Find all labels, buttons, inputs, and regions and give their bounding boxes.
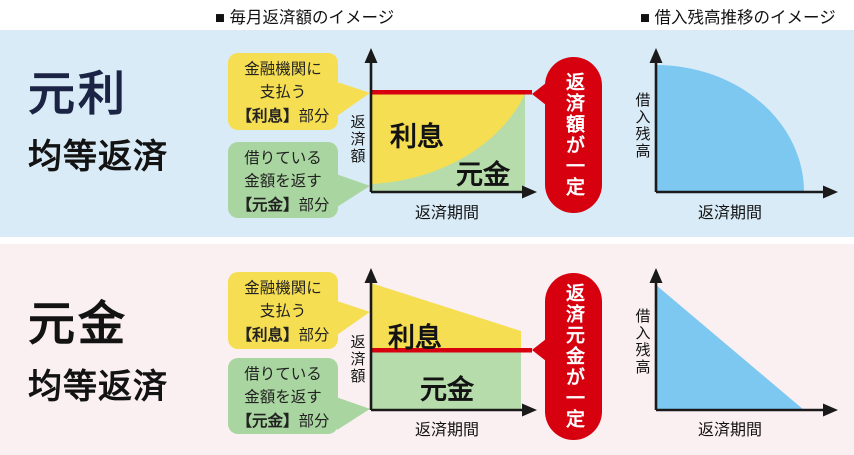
row1-title-sub: 均等返済 [28, 138, 168, 176]
interest-area [371, 283, 521, 351]
panel-gankin-kinto: 元金 均等返済 金融機関に 支払う 【利息】部分 借りている 金額を返す 【元金… [0, 244, 854, 455]
row1-balance-chart [649, 48, 838, 199]
callout-line: 借りている [244, 366, 322, 383]
row1-payment-chart [364, 48, 537, 199]
callout-line: 金融機関に [244, 61, 322, 78]
callout-line: 借りている [244, 150, 322, 167]
row2-constant-badge: 返済元金が一定 [532, 273, 602, 440]
x-axis-arrow-icon [823, 185, 838, 199]
row2-principal-label: 元金 [420, 375, 474, 405]
constant-payment-line [371, 90, 532, 95]
row2-balance-x-label: 返済期間 [697, 422, 762, 439]
x-axis-arrow-icon [823, 403, 838, 417]
row2-payment-y-label: 返済額 [348, 334, 366, 385]
row2-payment-chart [364, 268, 537, 417]
row2-badge-text: 返済元金が一定 [563, 283, 584, 430]
balance-area [656, 285, 804, 410]
callout-line: 支払う [259, 303, 307, 321]
badge-pointer-icon [532, 339, 546, 361]
row2-interest-callout: 金融機関に 支払う 【利息】部分 [228, 272, 338, 349]
row2-balance-y-label: 借入残高 [633, 308, 651, 376]
row2-balance-chart [649, 268, 838, 417]
row1-badge-text: 返済額が一定 [563, 72, 584, 198]
principal-area [371, 94, 525, 192]
row2-title-main: 元金 [28, 297, 128, 350]
row1-balance-x-label: 返済期間 [697, 205, 762, 222]
panel-ganri-kinto: 元利 均等返済 金融機関に 支払う 【利息】部分 借りている 金額を返す 【元金… [0, 30, 854, 237]
row1-payment-x-label: 返済期間 [414, 205, 479, 222]
row2-payment-x-label: 返済期間 [414, 422, 479, 439]
header-monthly-payment: ■ 毎月返済額のイメージ [215, 9, 395, 27]
callout-line: 【利息】部分 [236, 326, 330, 344]
balance-area [656, 65, 804, 192]
header-loan-balance: ■ 借入残高推移のイメージ [640, 9, 836, 27]
badge-pointer-icon [532, 83, 546, 105]
y-axis-arrow-icon [364, 268, 378, 283]
callout-line: 金額を返す [244, 173, 322, 191]
x-axis-arrow-icon [522, 403, 537, 417]
row1-interest-callout: 金融機関に 支払う 【利息】部分 [228, 53, 338, 130]
x-axis-arrow-icon [522, 185, 537, 199]
y-axis-arrow-icon [649, 268, 663, 283]
principal-area [371, 351, 521, 410]
row2-interest-label: 利息 [388, 323, 442, 353]
row1-interest-label: 利息 [390, 122, 444, 152]
row2-title-sub: 均等返済 [28, 368, 168, 406]
row1-title-main: 元利 [28, 67, 128, 120]
row1-principal-callout: 借りている 金額を返す 【元金】部分 [228, 142, 338, 218]
row1-balance-y-label: 借入残高 [633, 92, 651, 160]
y-axis-arrow-icon [364, 48, 378, 63]
constant-principal-line [371, 348, 532, 353]
callout-line: 【元金】部分 [236, 196, 330, 214]
callout-line: 支払う [259, 84, 307, 102]
row1-constant-badge: 返済額が一定 [532, 57, 602, 213]
row2-principal-callout: 借りている 金額を返す 【元金】部分 [228, 358, 338, 434]
callout-line: 【元金】部分 [236, 412, 330, 430]
row1-principal-label: 元金 [456, 160, 510, 190]
row1-payment-y-label: 返済額 [348, 114, 366, 165]
callout-line: 金額を返す [244, 389, 322, 407]
callout-line: 金融機関に [244, 280, 322, 297]
y-axis-arrow-icon [649, 48, 663, 63]
callout-line: 【利息】部分 [236, 107, 330, 125]
